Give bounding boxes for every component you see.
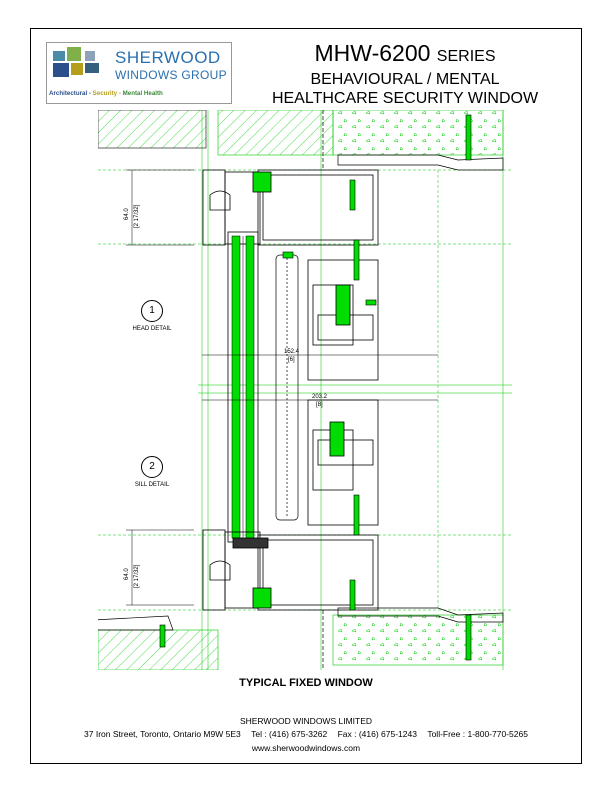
dim-sill-in: [2 17/32] [134, 564, 140, 588]
head-frame [202, 169, 379, 246]
logo-square-1 [53, 51, 65, 61]
footer-tollfree: Toll-Free : 1-800-770-5265 [427, 729, 528, 739]
logo-square-2 [67, 47, 81, 61]
title-line3: HEALTHCARE SECURITY WINDOW [271, 90, 539, 107]
window-section-drawing: 64.0 [2 17/32] 64.0 [2 17/32] 152.4 [6] … [98, 110, 512, 670]
dim-sill-mm: 64.0 [124, 568, 130, 580]
dimension-lines [126, 169, 438, 606]
dim-depth-1-in: [6] [288, 357, 295, 363]
head-wall-section [98, 110, 504, 171]
sill-wall-section [98, 607, 504, 670]
sill-detail-callout: 2 SILL DETAIL [128, 456, 176, 488]
construction-lines [98, 110, 512, 670]
mullion-stack [307, 259, 379, 526]
dim-depth-2-mm: 203.2 [312, 394, 328, 400]
drawing-caption: TYPICAL FIXED WINDOW [239, 677, 373, 689]
dim-depth-1-mm: 152.4 [284, 349, 300, 355]
footer-website[interactable]: www.sherwoodwindows.com [251, 743, 361, 753]
tagline-mental-health: Mental Health [122, 90, 163, 97]
dim-head-in: [2 17/32] [134, 204, 140, 228]
head-detail-number: 1 [141, 300, 163, 322]
dim-depth-2-in: [8] [316, 402, 323, 408]
title-model: MHW-6200 SERIES [240, 40, 570, 70]
tagline-separator-2: - [117, 90, 123, 97]
tagline-security: Security [92, 90, 118, 97]
logo-square-6 [85, 63, 99, 73]
sill-detail-label: SILL DETAIL [134, 482, 170, 488]
logo-square-3 [53, 63, 69, 77]
logo-square-5 [85, 51, 95, 61]
logo-tagline: Architectural - Security - Mental Health [49, 90, 163, 97]
tagline-separator-1: - [87, 90, 93, 97]
logo-name-line1: SHERWOOD [115, 48, 221, 67]
model-series: SERIES [436, 48, 496, 65]
footer-fax: Fax : (416) 675-1243 [337, 729, 417, 739]
anchor-screws [159, 114, 472, 661]
footer-address: 37 Iron Street, Toronto, Ontario M9W 5E3 [84, 729, 241, 739]
interior-screen [275, 254, 299, 521]
logo-name-line2: WINDOWS GROUP [115, 68, 227, 82]
dim-head-mm: 64.0 [124, 208, 130, 220]
head-detail-callout: 1 HEAD DETAIL [128, 300, 176, 332]
drawing-sheet-border [30, 28, 582, 764]
model-number: MHW-6200 [314, 40, 431, 66]
title-block: MHW-6200 SERIES BEHAVIOURAL / MENTAL HEA… [240, 40, 570, 108]
company-logo: SHERWOOD WINDOWS GROUP Architectural - S… [46, 42, 232, 104]
tagline-architectural: Architectural [49, 90, 88, 97]
footer-tel: Tel : (416) 675-3262 [251, 729, 328, 739]
glazing-unit [227, 231, 259, 543]
head-detail-label: HEAD DETAIL [132, 326, 172, 332]
footer-contact-line: 37 Iron Street, Toronto, Ontario M9W 5E3… [0, 729, 612, 739]
logo-square-4 [71, 63, 83, 75]
footer-company: SHERWOOD WINDOWS LIMITED [239, 716, 373, 726]
sill-frame [202, 529, 379, 611]
title-line2: BEHAVIOURAL / MENTAL [310, 71, 500, 88]
sill-detail-number: 2 [141, 456, 163, 478]
